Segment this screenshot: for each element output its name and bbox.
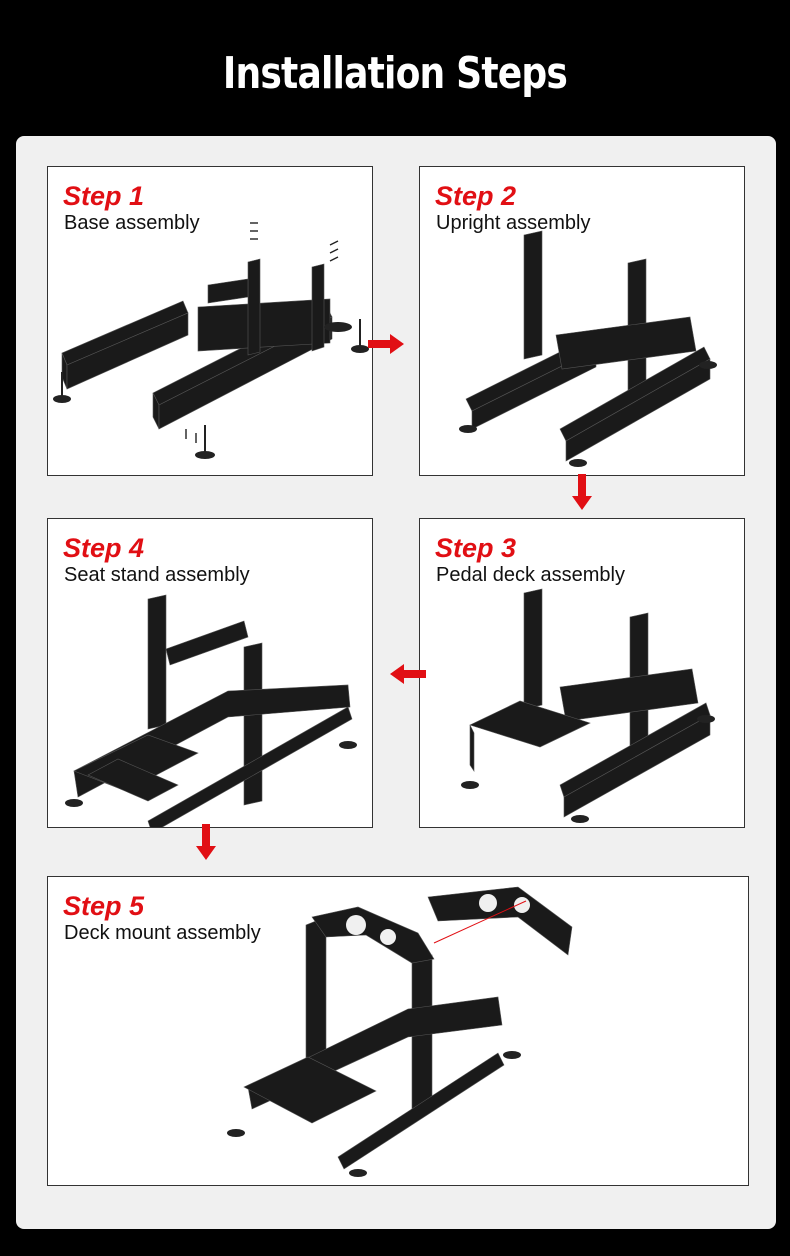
step-description: Deck mount assembly (64, 922, 261, 944)
deck-mount-frame-illustration (227, 886, 573, 1177)
step-description: Base assembly (64, 212, 200, 234)
step-number: Step 5 (63, 891, 145, 921)
step-number: Step 2 (435, 181, 517, 211)
arrow-left-icon (390, 664, 426, 684)
step-description: Seat stand assembly (64, 564, 250, 586)
step-5-card: Step 5 Deck mount assembly (47, 876, 749, 1186)
arrow-right-icon (368, 334, 404, 354)
upright-frame-illustration (459, 230, 717, 467)
step-4-card: Step 4 Seat stand assembly (47, 518, 373, 828)
seat-stand-frame-illustration (65, 594, 357, 827)
step-2-card: Step 2 Upright assembly (419, 166, 745, 476)
step-number: Step 4 (63, 533, 145, 563)
step-1-card: Step 1 Base assembly (47, 166, 373, 476)
page-title: Installation Steps (222, 48, 568, 99)
pedal-deck-frame-illustration (461, 588, 715, 823)
step-description: Pedal deck assembly (436, 564, 625, 586)
step-3-card: Step 3 Pedal deck assembly (419, 518, 745, 828)
step-description: Upright assembly (436, 212, 591, 234)
step-number: Step 3 (435, 533, 517, 563)
step-number: Step 1 (63, 181, 145, 211)
arrow-down-icon (196, 824, 216, 860)
base-frame-illustration (53, 222, 369, 459)
arrow-down-icon (572, 474, 592, 510)
